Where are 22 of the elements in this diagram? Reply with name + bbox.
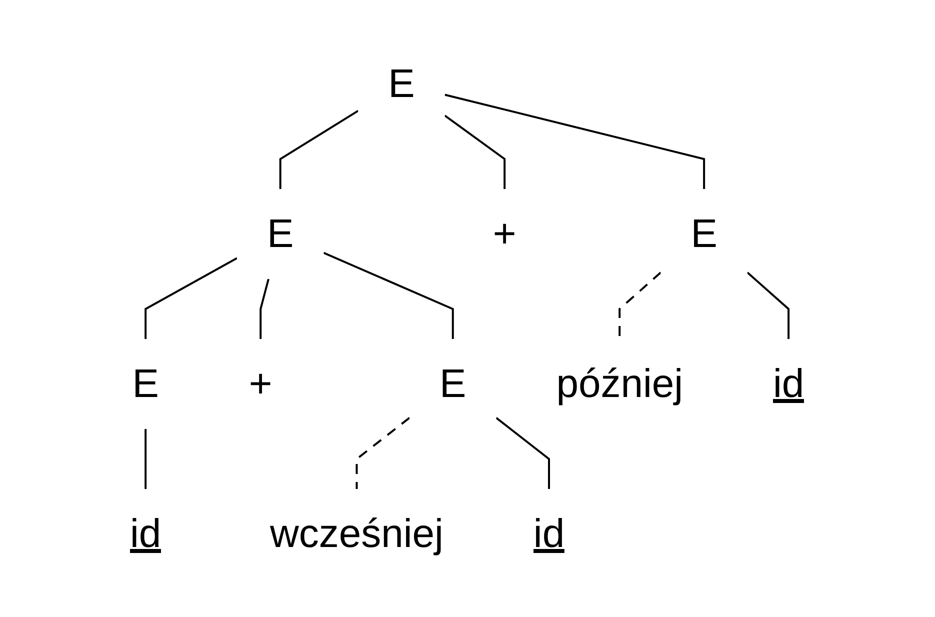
node-text: E: [691, 211, 718, 256]
connector: [747, 271, 790, 338]
node-text: E: [440, 361, 467, 406]
connector: [324, 251, 454, 338]
node-text: E: [388, 62, 416, 106]
connector: [619, 271, 662, 338]
connector: [280, 109, 360, 188]
connector: [356, 416, 411, 488]
node-text: +: [249, 361, 273, 406]
connector: [260, 278, 270, 338]
node-text: E: [267, 211, 294, 256]
connector: [445, 93, 706, 188]
connector: [496, 416, 550, 488]
connector: [145, 428, 148, 488]
node-text: id: [534, 511, 566, 556]
connector: [145, 256, 238, 338]
node-text: E: [132, 361, 160, 406]
connector: [444, 114, 506, 188]
node-text: id: [130, 511, 162, 556]
node-text: później: [556, 361, 684, 406]
node-text: id: [773, 361, 805, 406]
node-text: +: [493, 211, 517, 256]
